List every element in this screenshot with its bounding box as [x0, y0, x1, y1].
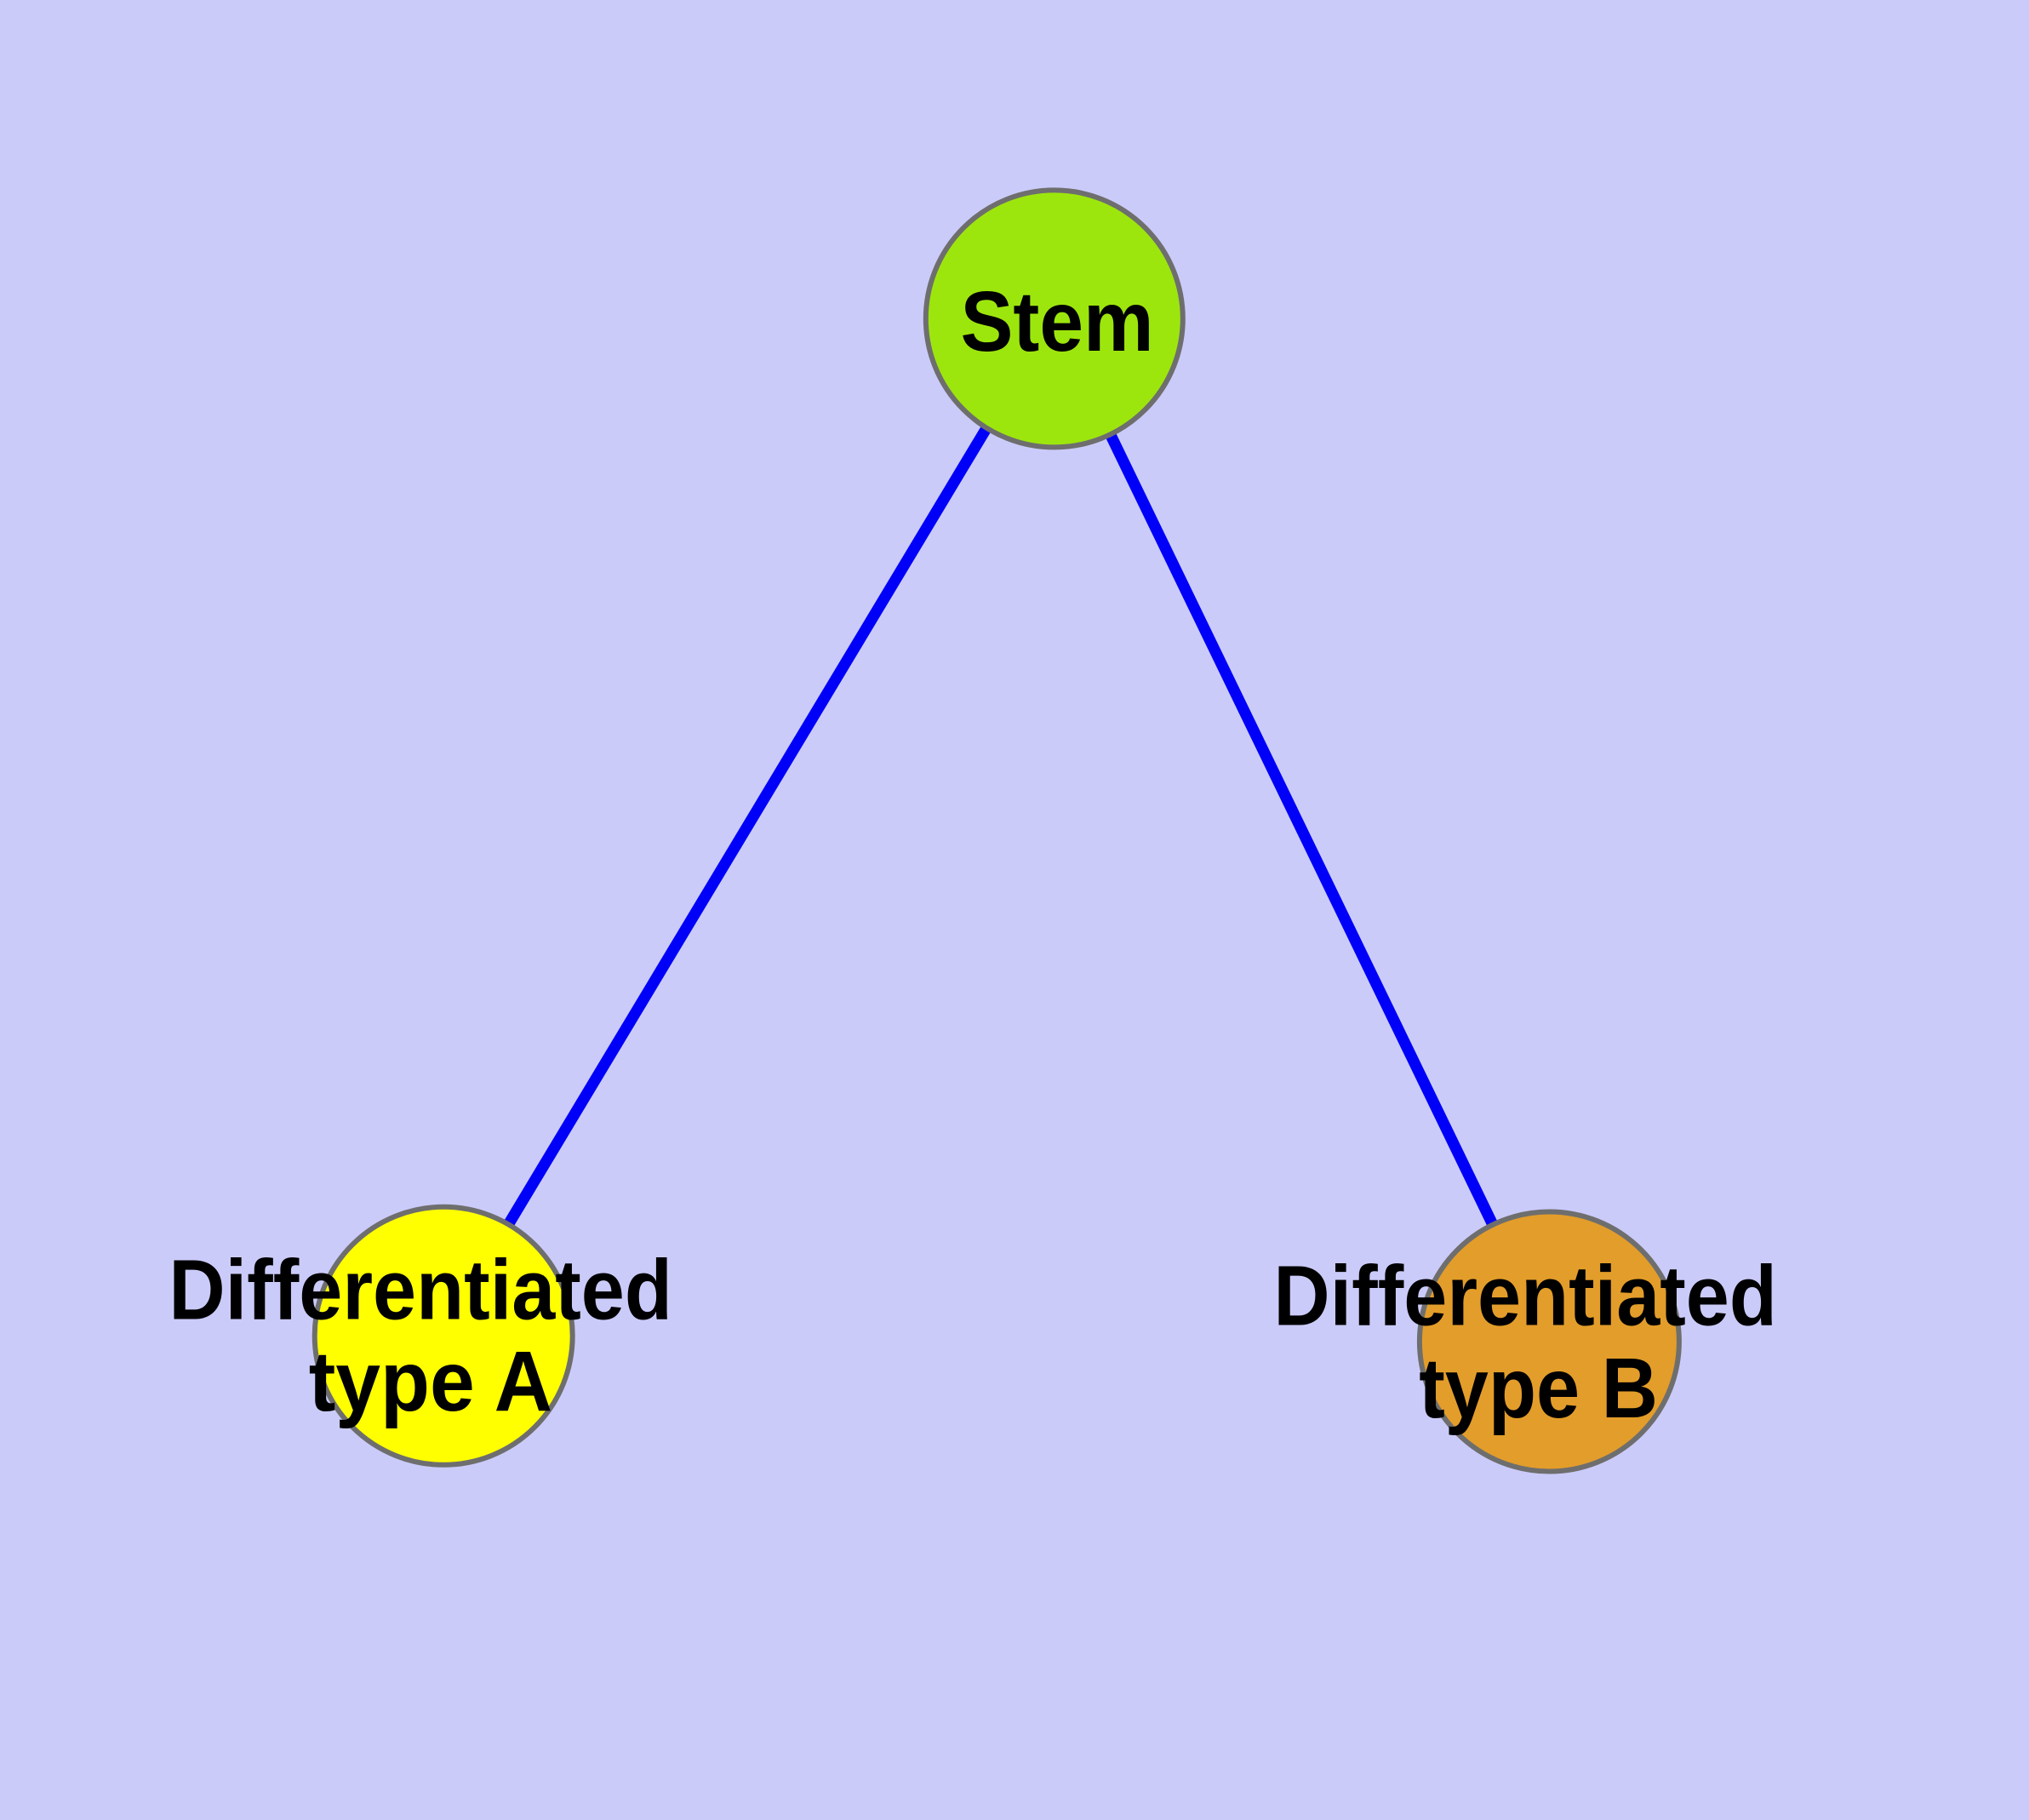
svg-text:Stem: Stem: [961, 274, 1154, 369]
svg-text:type B: type B: [1419, 1341, 1658, 1436]
svg-text:type A: type A: [309, 1334, 552, 1429]
svg-text:Differentiated: Differentiated: [169, 1242, 672, 1337]
svg-text:Differentiated: Differentiated: [1273, 1249, 1776, 1344]
